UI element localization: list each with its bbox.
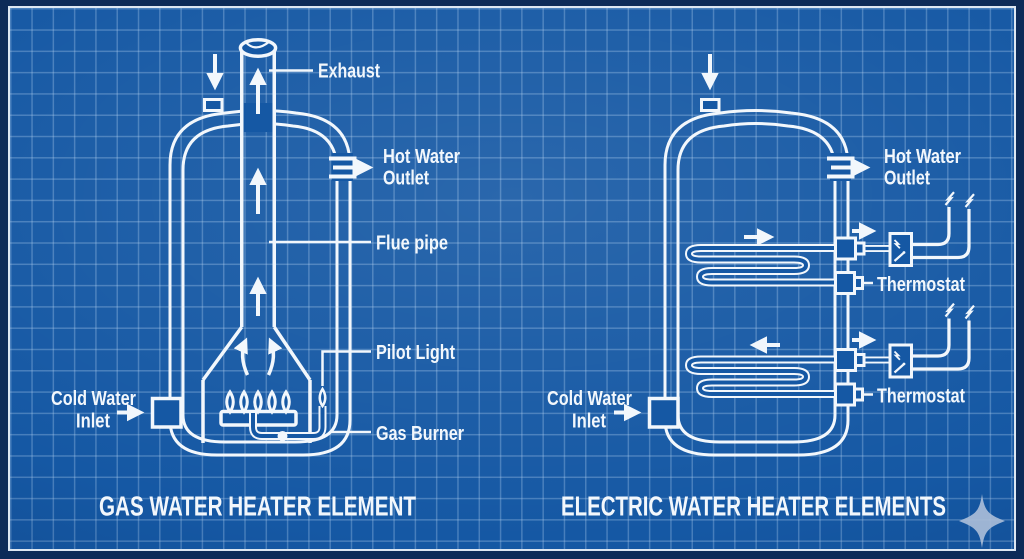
thermostat-upper-label: Thermostat	[877, 273, 965, 296]
hot-water-outlet-label-line1: Hot Water	[884, 145, 961, 168]
heating-element-unit-upper	[684, 191, 975, 295]
pilot-light-label: Pilot Light	[376, 341, 455, 364]
flow-arrows-electric	[614, 54, 877, 422]
power-wires	[911, 207, 971, 260]
thermostat-box	[888, 232, 913, 267]
cold-water-inlet-label-line1: Cold Water	[547, 387, 632, 410]
thermostat-lower-label: Thermostat	[877, 385, 965, 408]
flow-arrow-icon	[233, 337, 250, 376]
thermostat-sensor-fitting	[834, 271, 856, 295]
thermostat-sensor-fitting	[834, 382, 856, 407]
flue-pipe-label: Flue pipe	[376, 232, 448, 255]
tank-top-fitting	[700, 98, 721, 112]
gas-burner-label: Gas Burner	[376, 422, 464, 445]
hot-water-outlet-label-line2: Outlet	[884, 167, 930, 190]
gas-supply-pipe	[249, 386, 327, 441]
flame-icon	[267, 389, 277, 415]
heating-element-unit-lower	[684, 302, 975, 407]
tank-top-fitting	[203, 98, 224, 112]
cold-water-inlet-port	[647, 396, 680, 429]
power-break-icon	[944, 191, 955, 206]
leader-lines-gas	[269, 69, 371, 434]
gas-heater-diagram: Exhaust Hot Water Outlet Flue pipe Pilot…	[51, 38, 464, 522]
electric-tank-shell	[663, 109, 850, 457]
power-break-icon	[944, 302, 955, 318]
heating-element-coil	[684, 355, 840, 398]
flame-icon	[281, 389, 291, 415]
element-mount-fitting	[834, 236, 857, 261]
flame-icon	[239, 389, 249, 415]
electric-diagram-title: ELECTRIC WATER HEATER ELEMENTS	[561, 491, 946, 522]
power-break-icon	[964, 193, 975, 208]
thermostat-box	[888, 343, 913, 379]
flow-arrow-icon	[266, 337, 283, 376]
pilot-flame-icon	[318, 386, 327, 409]
cold-water-inlet-port	[150, 396, 183, 429]
exhaust-label: Exhaust	[318, 60, 380, 83]
power-break-icon	[964, 304, 975, 320]
sparkle-icon	[959, 494, 1005, 548]
cold-water-inlet-label-line1: Cold Water	[51, 387, 136, 410]
power-wires	[911, 318, 971, 371]
flame-icon	[225, 389, 235, 415]
flow-arrows-gas	[117, 54, 374, 422]
hot-water-outlet-port	[329, 156, 357, 179]
hot-water-outlet-port	[827, 156, 855, 179]
cold-water-inlet-label-line2: Inlet	[572, 410, 606, 433]
element-mount-fitting	[834, 348, 857, 372]
gas-valve-dot	[277, 431, 288, 441]
gas-burner	[219, 389, 298, 427]
flue-pipe	[238, 38, 278, 327]
flame-icon	[253, 389, 263, 415]
hot-water-outlet-label-line2: Outlet	[383, 167, 429, 190]
heating-element-coil	[684, 244, 840, 287]
electric-heater-diagram: Hot Water Outlet Thermostat Thermostat C…	[547, 54, 975, 522]
cold-water-inlet-label-line2: Inlet	[76, 410, 110, 433]
gas-diagram-title: GAS WATER HEATER ELEMENT	[99, 491, 416, 522]
gas-tank-shell	[168, 109, 352, 457]
hot-water-outlet-label-line1: Hot Water	[383, 145, 460, 168]
